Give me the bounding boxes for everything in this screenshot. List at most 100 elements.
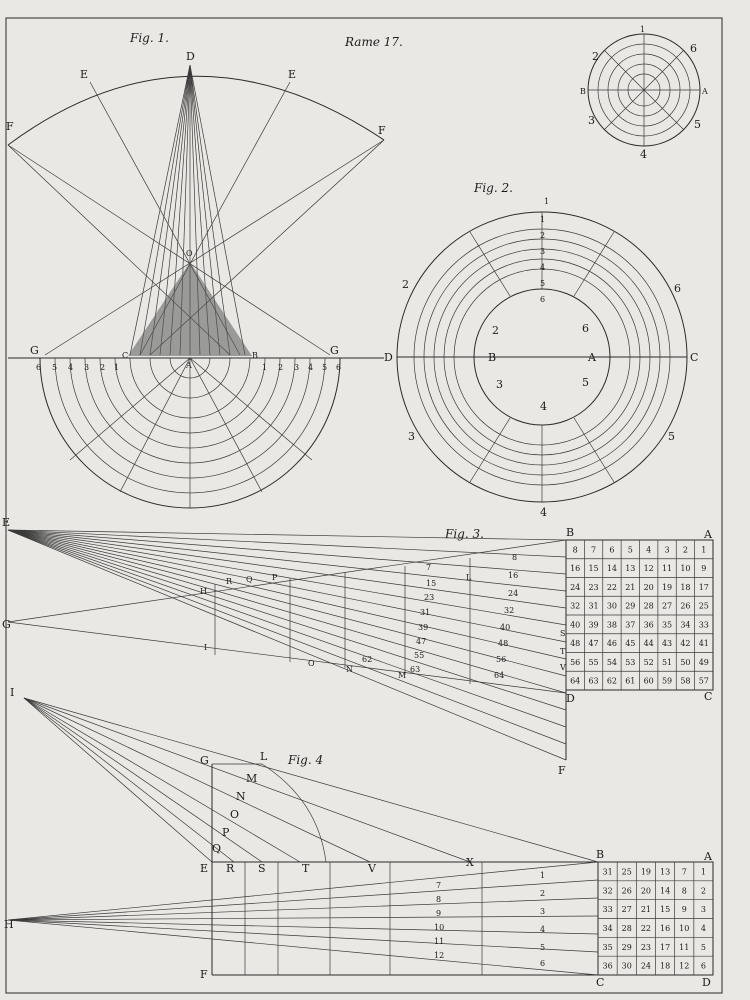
fig3-grid-cell: 42	[680, 639, 690, 648]
fig3-grid-cell: 51	[662, 658, 672, 667]
fig3-grid-cell: 43	[662, 639, 672, 648]
fig3-label-Q: Q	[246, 575, 253, 584]
fig3-grid-cell: 33	[699, 620, 709, 629]
fig1-scale-r4: 4	[308, 363, 313, 372]
fig3-grid-cell: 21	[625, 583, 635, 592]
fig4-grid-cell: 9	[682, 905, 687, 914]
fig3-grid-cell: 9	[701, 564, 706, 573]
fig4-grid-cell: 2	[701, 886, 706, 895]
fig4-grid-cell: 4	[701, 924, 706, 933]
fig4-grid-cell: 32	[602, 886, 612, 895]
fig3-grid-cell: 26	[680, 602, 690, 611]
fig3-grid-cell: 55	[588, 658, 598, 667]
fig3-grid-cell: 28	[644, 602, 654, 611]
fig1-scale-l1: 1	[114, 363, 119, 372]
fig3-grid-cell: 11	[662, 564, 672, 573]
fig4-label-E: E	[200, 862, 208, 875]
fig1-label-E-right: E	[288, 68, 296, 81]
fig1-title: Fig. 1.	[129, 31, 169, 45]
fig3-fan-56: 56	[496, 655, 506, 664]
fig1-label-G-right: G	[330, 344, 339, 357]
fig4-grid-cell: 3	[701, 905, 706, 914]
fig2-label-B: B	[488, 351, 496, 364]
fig3-fan-8: 8	[512, 553, 517, 562]
fig4-col-10: 10	[434, 923, 444, 932]
fig3-label-N: N	[346, 665, 353, 674]
fig3-label-G: G	[2, 618, 11, 631]
rame-label: Rame 17.	[344, 35, 403, 49]
fig3-grid-cell: 4	[646, 545, 651, 554]
fig3-grid-cell: 20	[644, 583, 654, 592]
fig4-label-P: P	[222, 826, 230, 839]
fig3-label-B: B	[566, 526, 574, 539]
fig2-label-C: C	[690, 351, 698, 364]
fig3-grid-cell: 57	[699, 677, 709, 686]
fig4-grid-cell: 29	[622, 943, 632, 952]
fig3-label-A: A	[703, 528, 713, 541]
fig3-grid-cell: 61	[625, 677, 635, 686]
fig4-label-H: H	[4, 918, 14, 931]
fig4-grid-cell: 24	[641, 962, 651, 971]
fig3-fan-48: 48	[498, 639, 508, 648]
fig4-grid-cell: 35	[602, 943, 612, 952]
fig4-label-B: B	[596, 848, 604, 861]
fig3-label-I: I	[204, 643, 207, 652]
fig4-grid-cell: 18	[660, 962, 670, 971]
fig3-label-L: L	[466, 573, 472, 582]
fig1-label-G-left: G	[30, 344, 39, 357]
fig4-row-5: 5	[540, 943, 545, 952]
fig3-grid-cell: 22	[607, 583, 617, 592]
fig3-fan-63: 63	[410, 665, 420, 674]
fig4-label-X: X	[466, 856, 474, 869]
fig4-label-R: R	[226, 862, 235, 875]
fig4-grid-cell: 10	[679, 924, 689, 933]
fig2-ring-5: 5	[540, 279, 545, 288]
fig3-grid-cell: 60	[644, 677, 654, 686]
fig4-row-1: 1	[540, 871, 545, 880]
fig4-col-8: 8	[436, 895, 441, 904]
fig3-grid-cell: 7	[591, 545, 596, 554]
small-num-4: 4	[640, 148, 647, 161]
fig1-label-C: C	[122, 351, 128, 360]
fig1-scale-l6: 6	[36, 363, 41, 372]
small-num-1: 1	[640, 25, 645, 34]
fig1-label-B: B	[252, 351, 258, 360]
fig4-label-Q: Q	[212, 842, 221, 855]
fig1-label-O: O	[186, 249, 193, 258]
fig4-grid-cell: 8	[682, 886, 687, 895]
fig2-outer-2: 2	[402, 278, 409, 291]
fig3-label-M: M	[398, 671, 406, 680]
fig2-inner-5: 5	[582, 376, 589, 389]
fig3-label-D: D	[566, 692, 575, 705]
fig2-ring-6: 6	[540, 295, 545, 304]
fig3-grid-cell: 41	[699, 639, 709, 648]
fig3-grid-cell: 17	[699, 583, 709, 592]
fig3-grid-cell: 63	[588, 677, 598, 686]
fig4-grid-cell: 11	[679, 943, 689, 952]
fig3-grid-cell: 12	[644, 564, 654, 573]
fig3-grid-cell: 56	[570, 658, 580, 667]
fig3-grid-cell: 15	[588, 564, 598, 573]
fig4-grid-cell: 31	[602, 867, 612, 876]
fig4-grid-cell: 1	[701, 867, 706, 876]
small-label-A: A	[701, 87, 708, 96]
fig3-label-O: O	[308, 659, 315, 668]
fig2-outer-4: 4	[540, 506, 547, 519]
fig1-scale-r3: 3	[294, 363, 299, 372]
fig3-grid-cell: 34	[680, 620, 690, 629]
fig3-grid-cell: 27	[662, 602, 672, 611]
fig3-fan-64: 64	[494, 671, 504, 680]
fig2-inner-3: 3	[496, 378, 503, 391]
fig2-label-A: A	[587, 351, 597, 364]
fig3-grid-cell: 1	[701, 545, 706, 554]
fig2-outer-3: 3	[408, 430, 415, 443]
fig3-grid-cell: 13	[625, 564, 635, 573]
fig3-grid-cell: 38	[607, 620, 617, 629]
fig3-grid-cell: 31	[588, 602, 598, 611]
small-num-2: 2	[592, 50, 599, 63]
fig1: Fig. 1.	[6, 31, 386, 509]
fig1-shaded-triangle	[128, 262, 252, 356]
